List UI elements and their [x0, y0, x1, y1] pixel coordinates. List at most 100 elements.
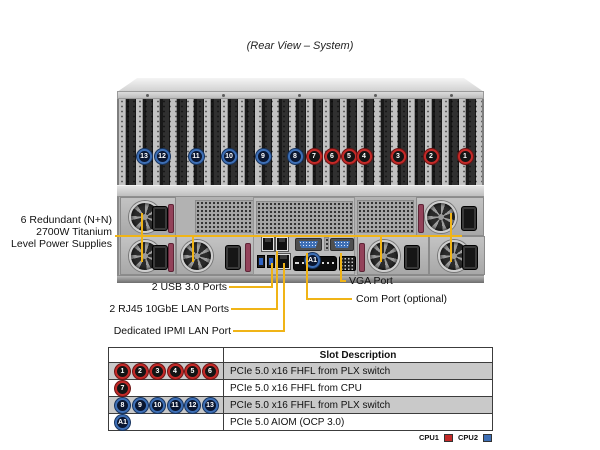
vent-grille [357, 200, 414, 233]
psu-release-lever [359, 243, 365, 272]
table-row: 7 PCIe 5.0 x16 FHFL from CPU [108, 379, 493, 397]
lan-port-2 [276, 237, 288, 251]
power-supply-module [416, 197, 484, 236]
com-port-connector [295, 238, 322, 251]
screw-icon [374, 94, 377, 97]
slot-badge-11: 11 [188, 149, 204, 164]
chassis-divider-strip [117, 185, 484, 197]
aiom-slot-badge: A1 [305, 253, 320, 268]
slot-badge-1: 1 [115, 363, 130, 379]
com-port-label: Com Port (optional) [356, 293, 448, 305]
slot-badges-cell: 7 [108, 379, 224, 397]
fan-icon [368, 240, 400, 272]
slot-description-cell: PCIe 5.0 AIOM (OCP 3.0) [223, 413, 493, 431]
connector-dots [339, 256, 356, 271]
legend-swatch [483, 433, 492, 442]
slot-column-header [108, 347, 224, 363]
slot-badge-2: 2 [132, 363, 148, 379]
slot-badge-10: 10 [150, 397, 165, 413]
vga-port-label: VGA Port [349, 275, 393, 287]
power-supply-module [120, 236, 176, 275]
lan-ports-label: 2 RJ45 10GbE LAN Ports [109, 303, 229, 315]
psu-label-line2: 2700W Titanium [36, 226, 112, 238]
slot-badge-a1: A1 [115, 414, 130, 430]
cpu-color-legend: CPU1 CPU2 [292, 433, 492, 442]
slot-badge-4: 4 [356, 149, 372, 164]
legend-swatch [443, 433, 453, 442]
slot-badge-12: 12 [154, 149, 170, 164]
dsub-pinfield [334, 241, 350, 248]
psu-release-lever [245, 243, 251, 272]
power-supply-module [120, 197, 176, 236]
vga-port-connector [330, 238, 354, 251]
usb-port-2 [267, 255, 275, 268]
psu-release-lever [168, 243, 174, 272]
legend-label: CPU2 [457, 433, 478, 442]
slot-badge-3: 3 [390, 149, 406, 164]
slot-badge-9: 9 [255, 149, 271, 164]
chassis-bottom-edge [117, 275, 484, 283]
dsub-pinfield [299, 241, 318, 248]
fan-icon [425, 201, 457, 233]
slot-badge-8: 8 [287, 149, 303, 164]
power-supply-module [429, 236, 485, 275]
vent-grille [324, 237, 329, 251]
slot-badge-1: 1 [457, 149, 473, 164]
power-inlet [152, 245, 168, 270]
slot-badge-3: 3 [150, 363, 165, 379]
chassis-top-rail [117, 91, 484, 99]
table-row: A1 PCIe 5.0 AIOM (OCP 3.0) [108, 413, 493, 431]
power-supply-module [357, 236, 429, 275]
vent-grille [195, 200, 254, 233]
slot-badge-12: 12 [185, 397, 200, 413]
legend-label: CPU1 [418, 433, 439, 442]
rear-io-panel: A1 [253, 197, 356, 275]
slot-badge-2: 2 [423, 149, 439, 164]
usb-ports-label: 2 USB 3.0 Ports [151, 281, 227, 293]
ipmi-lan-port [277, 254, 290, 269]
psu-label: 6 Redundant (N+N) 2700W Titanium Level P… [2, 214, 112, 250]
fan-icon [181, 240, 213, 272]
slot-description-cell: PCIe 5.0 x16 FHFL from PLX switch [223, 362, 493, 380]
slot-badge-11: 11 [167, 397, 183, 413]
slot-badge-13: 13 [202, 397, 218, 413]
slot-badge-9: 9 [132, 397, 148, 413]
psu-release-lever [418, 204, 424, 233]
power-inlet [404, 245, 420, 270]
slot-badge-6: 6 [202, 363, 218, 379]
psu-label-line1: 6 Redundant (N+N) [20, 214, 112, 226]
slot-badge-6: 6 [324, 149, 340, 164]
psu-label-line3: Level Power Supplies [11, 238, 112, 250]
power-inlet [225, 245, 241, 270]
power-supply-module [176, 236, 254, 275]
slot-badge-10: 10 [221, 149, 237, 164]
power-inlet [152, 206, 168, 231]
description-column-header: Slot Description [223, 347, 493, 363]
slot-badge-5: 5 [185, 363, 200, 379]
slot-badge-7: 7 [115, 380, 130, 396]
figure-title: (Rear View – System) [246, 40, 354, 52]
screw-icon [450, 94, 453, 97]
ipmi-port-label: Dedicated IPMI LAN Port [113, 325, 231, 337]
slot-description-cell: PCIe 5.0 x16 FHFL from PLX switch [223, 396, 493, 414]
screw-icon [146, 94, 149, 97]
table-header-row: Slot Description [108, 347, 493, 363]
lan-port-1 [262, 237, 274, 251]
slot-badge-4: 4 [167, 363, 183, 379]
chassis-top-lid [117, 78, 484, 92]
slot-badge-8: 8 [115, 397, 130, 413]
slot-badges-cell: A1 [108, 413, 224, 431]
vent-grille [256, 201, 353, 234]
power-inlet [462, 245, 478, 270]
slot-description-cell: PCIe 5.0 x16 FHFL from CPU [223, 379, 493, 397]
slot-badge-13: 13 [136, 149, 152, 164]
screw-icon [222, 94, 225, 97]
psu-release-lever [168, 204, 174, 233]
